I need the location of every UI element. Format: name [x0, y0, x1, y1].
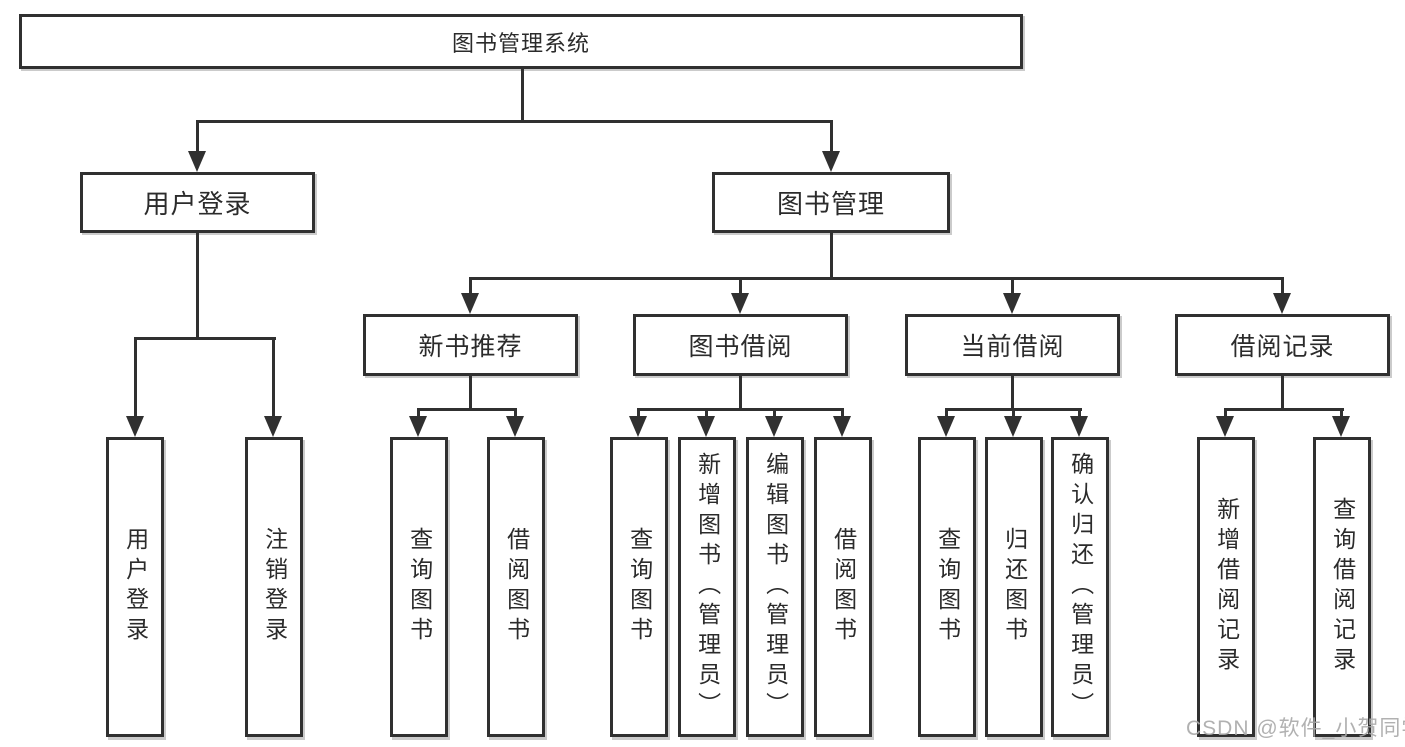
arrowhead-borrow-records: [1273, 293, 1291, 314]
connector-g2-drop-3: [773, 408, 776, 417]
node-new-book-rec: 新书推荐: [363, 314, 578, 376]
connector-g1-drop-1: [417, 408, 420, 417]
leaf-return-book-label: 归还图书: [1001, 527, 1028, 647]
node-current-borrow-label: 当前借阅: [960, 333, 1065, 361]
connector-g3-stem: [1011, 376, 1014, 408]
node-user-login: 用户登录: [80, 172, 315, 233]
connector-drop-book-borrow: [739, 277, 742, 294]
leaf-edit-book-admin: 编辑图书（管理员）: [746, 437, 804, 737]
connector-drop-leaf-logout: [272, 337, 275, 417]
leaf-query-book-current: 查询图书: [918, 437, 976, 737]
leaf-confirm-return-admin-label: 确认归还（管理员）: [1067, 452, 1094, 722]
arrowhead-g2-leaf-3: [765, 416, 783, 437]
leaf-query-borrow-record-label: 查询借阅记录: [1329, 497, 1356, 677]
arrowhead-new-book: [461, 293, 479, 314]
leaf-add-book-admin: 新增图书（管理员）: [678, 437, 736, 737]
connector-g1-drop-2: [514, 408, 517, 417]
arrowhead-g1-leaf-2: [506, 416, 524, 437]
arrowhead-book-borrow: [731, 293, 749, 314]
arrowhead-g2-leaf-1: [629, 416, 647, 437]
connector-book-mgmt-hbar: [469, 277, 1284, 280]
leaf-logout-label: 注销登录: [261, 527, 288, 647]
arrowhead-leaf-logout: [264, 416, 282, 437]
connector-g1-hbar: [417, 408, 517, 411]
connector-g4-drop-2: [1340, 408, 1343, 417]
leaf-query-book-newrec-label: 查询图书: [406, 527, 433, 647]
connector-book-mgmt-stem: [830, 233, 833, 277]
arrowhead-g3-leaf-2: [1004, 416, 1022, 437]
leaf-query-borrow-record: 查询借阅记录: [1313, 437, 1371, 737]
connector-drop-book-mgmt: [830, 120, 833, 152]
leaf-edit-book-admin-label: 编辑图书（管理员）: [762, 452, 789, 722]
node-book-borrow: 图书借阅: [633, 314, 848, 376]
leaf-logout: 注销登录: [245, 437, 303, 737]
arrowhead-user-login: [188, 151, 206, 172]
leaf-query-book-borrow: 查询图书: [610, 437, 668, 737]
leaf-user-login: 用户登录: [106, 437, 164, 737]
connector-root-hbar: [196, 120, 833, 123]
connector-drop-leaf-user-login: [134, 337, 137, 417]
leaf-user-login-label: 用户登录: [122, 527, 149, 647]
connector-g4-drop-1: [1224, 408, 1227, 417]
leaf-confirm-return-admin: 确认归还（管理员）: [1051, 437, 1109, 737]
leaf-add-borrow-record-label: 新增借阅记录: [1213, 497, 1240, 677]
leaf-return-book: 归还图书: [985, 437, 1043, 737]
arrowhead-g2-leaf-2: [697, 416, 715, 437]
node-borrow-records: 借阅记录: [1175, 314, 1390, 376]
connector-user-login-hbar: [134, 337, 276, 340]
node-book-mgmt-label: 图书管理: [776, 189, 885, 219]
connector-drop-user-login: [196, 120, 199, 152]
connector-g3-drop-3: [1078, 408, 1081, 417]
arrowhead-book-mgmt: [822, 151, 840, 172]
leaf-borrow-book-borrow-label: 借阅图书: [830, 527, 857, 647]
connector-g4-hbar: [1224, 408, 1344, 411]
csdn-watermark: CSDN @软件_小贺同学: [1186, 717, 1405, 740]
arrowhead-g1-leaf-1: [409, 416, 427, 437]
connector-drop-borrow-records: [1281, 277, 1284, 294]
leaf-borrow-book-borrow: 借阅图书: [814, 437, 872, 737]
connector-root-stem: [521, 69, 524, 120]
leaf-query-book-current-label: 查询图书: [934, 527, 961, 647]
node-root-label: 图书管理系统: [451, 30, 590, 56]
arrowhead-leaf-user-login: [126, 416, 144, 437]
leaf-borrow-book-newrec-label: 借阅图书: [503, 527, 530, 647]
connector-g2-stem: [739, 376, 742, 408]
connector-g3-drop-1: [945, 408, 948, 417]
connector-g2-hbar: [637, 408, 844, 411]
node-user-login-label: 用户登录: [143, 189, 252, 219]
arrowhead-g4-leaf-2: [1332, 416, 1350, 437]
arrowhead-g4-leaf-1: [1216, 416, 1234, 437]
connector-drop-current-borrow: [1011, 277, 1014, 294]
leaf-add-book-admin-label: 新增图书（管理员）: [694, 452, 721, 722]
arrowhead-g2-leaf-4: [833, 416, 851, 437]
node-book-mgmt: 图书管理: [712, 172, 950, 233]
connector-g4-stem: [1281, 376, 1284, 408]
node-new-book-rec-label: 新书推荐: [418, 333, 523, 361]
node-book-borrow-label: 图书借阅: [688, 333, 793, 361]
leaf-query-book-newrec: 查询图书: [390, 437, 448, 737]
node-root-system: 图书管理系统: [19, 14, 1023, 69]
leaf-borrow-book-newrec: 借阅图书: [487, 437, 545, 737]
leaf-add-borrow-record: 新增借阅记录: [1197, 437, 1255, 737]
arrowhead-g3-leaf-3: [1070, 416, 1088, 437]
connector-drop-new-book: [469, 277, 472, 294]
arrowhead-g3-leaf-1: [937, 416, 955, 437]
node-current-borrow: 当前借阅: [905, 314, 1120, 376]
connector-g2-drop-2: [705, 408, 708, 417]
arrowhead-current-borrow: [1003, 293, 1021, 314]
connector-g3-drop-2: [1012, 408, 1015, 417]
connector-g1-stem: [469, 376, 472, 408]
connector-g2-drop-1: [637, 408, 640, 417]
node-borrow-records-label: 借阅记录: [1230, 333, 1335, 361]
connector-user-login-stem: [196, 233, 199, 337]
connector-g2-drop-4: [841, 408, 844, 417]
leaf-query-book-borrow-label: 查询图书: [626, 527, 653, 647]
